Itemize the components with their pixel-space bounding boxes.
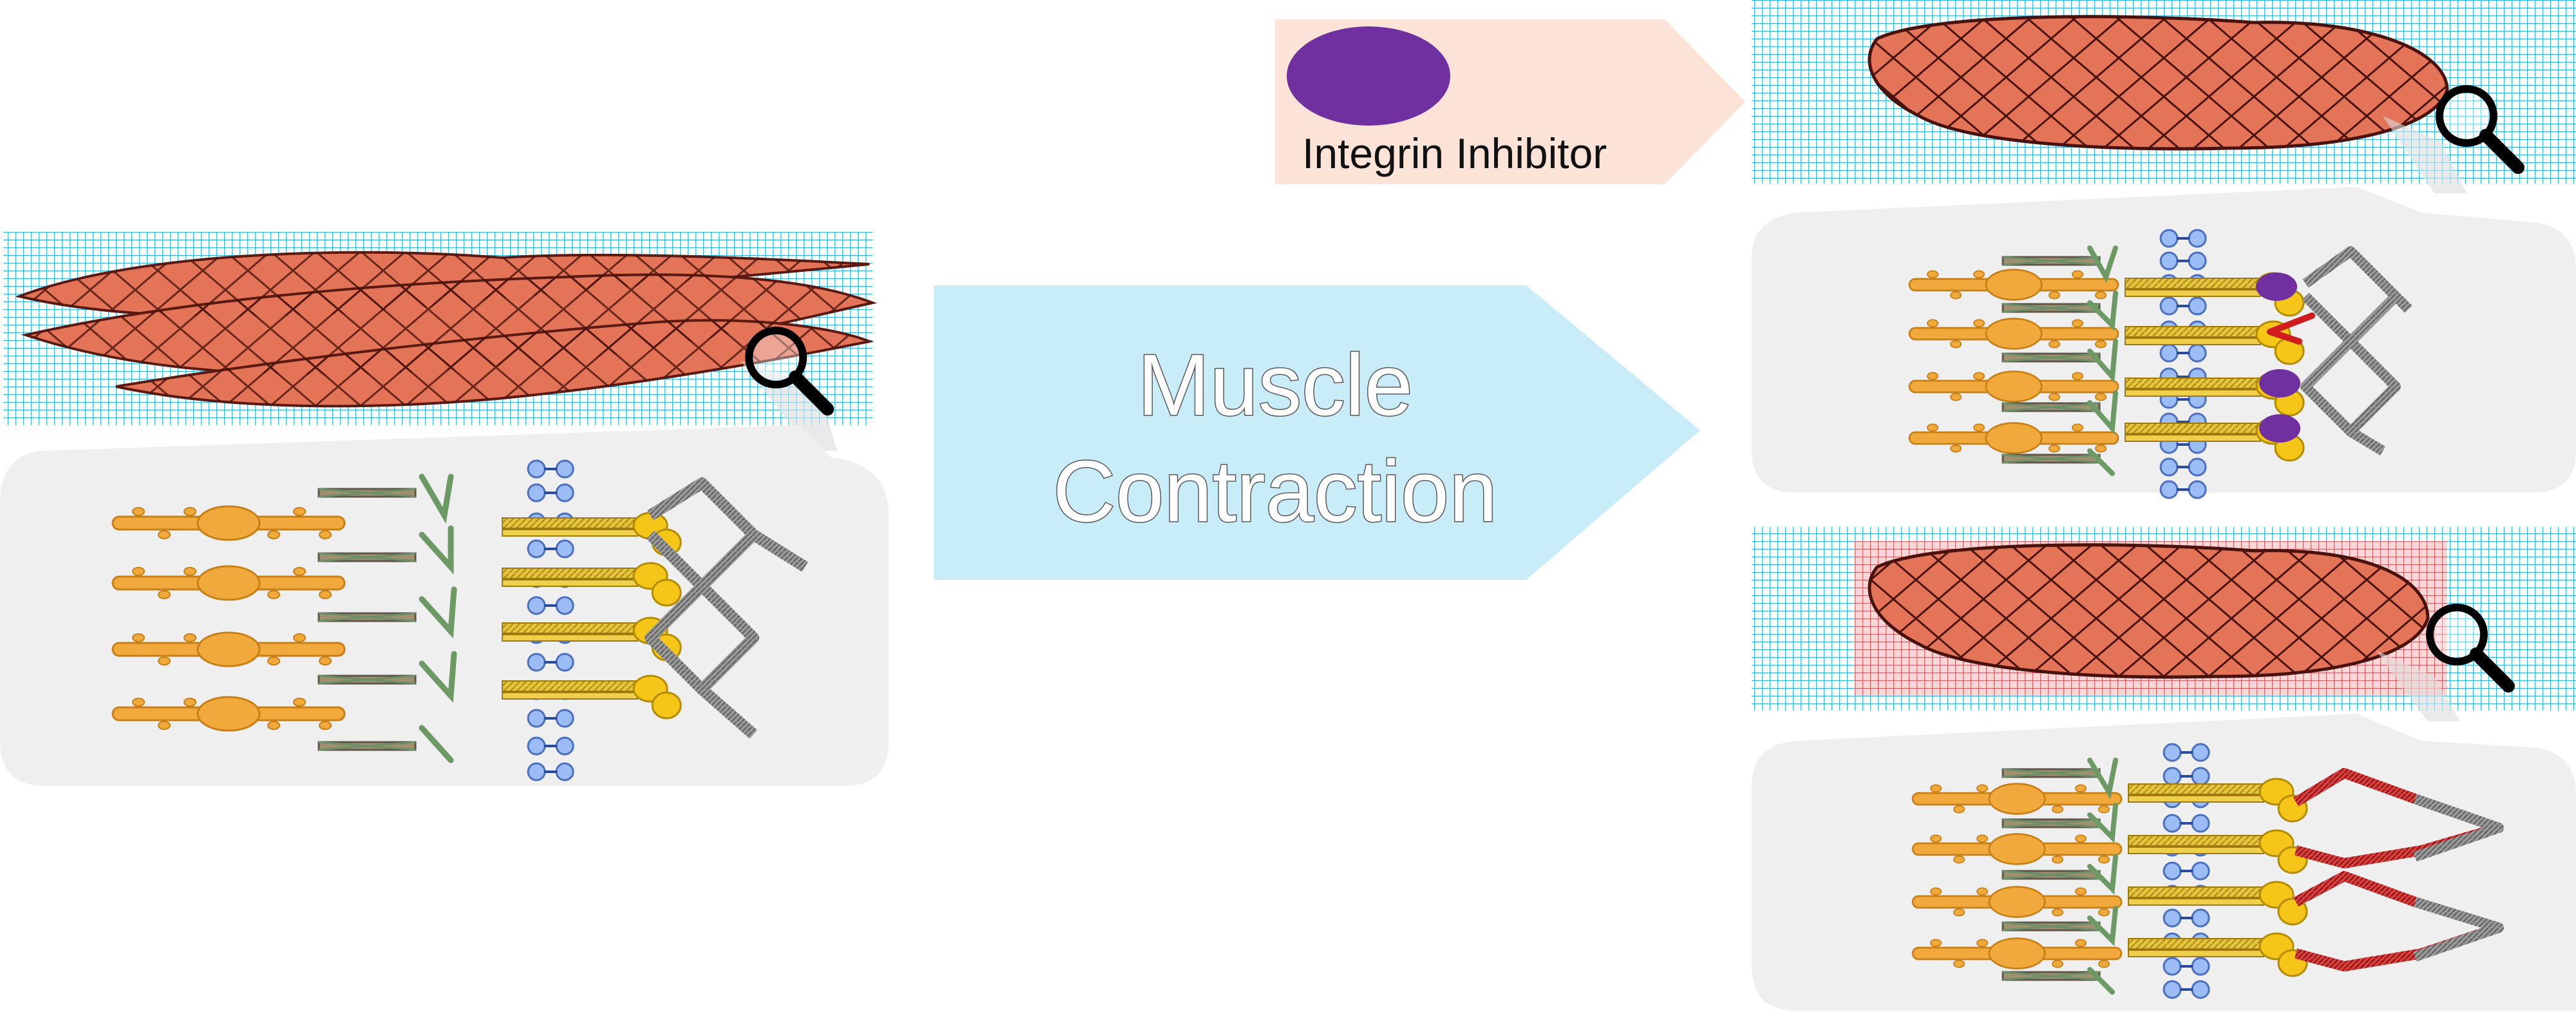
contraction-label-line1: Muscle	[1137, 336, 1414, 434]
control-muscle-cluster	[1868, 543, 2430, 679]
left-adhesion-complex	[111, 459, 808, 781]
integrin-inhibitor-molecule	[1287, 26, 1450, 126]
left-muscle-cells	[15, 251, 877, 408]
inhibited-adhesion-complex	[1908, 229, 2412, 499]
contraction-label-line2: Contraction	[1052, 443, 1498, 540]
inhibited-muscle-cluster	[1868, 15, 2449, 151]
contraction-arrow	[934, 285, 1700, 580]
integrin-inhibitor-label: Integrin Inhibitor	[1302, 129, 1607, 177]
inhibitor-arrow	[1275, 19, 1745, 184]
control-adhesion-complex	[1911, 743, 2504, 999]
control-zoom-panel	[1752, 714, 2576, 1011]
